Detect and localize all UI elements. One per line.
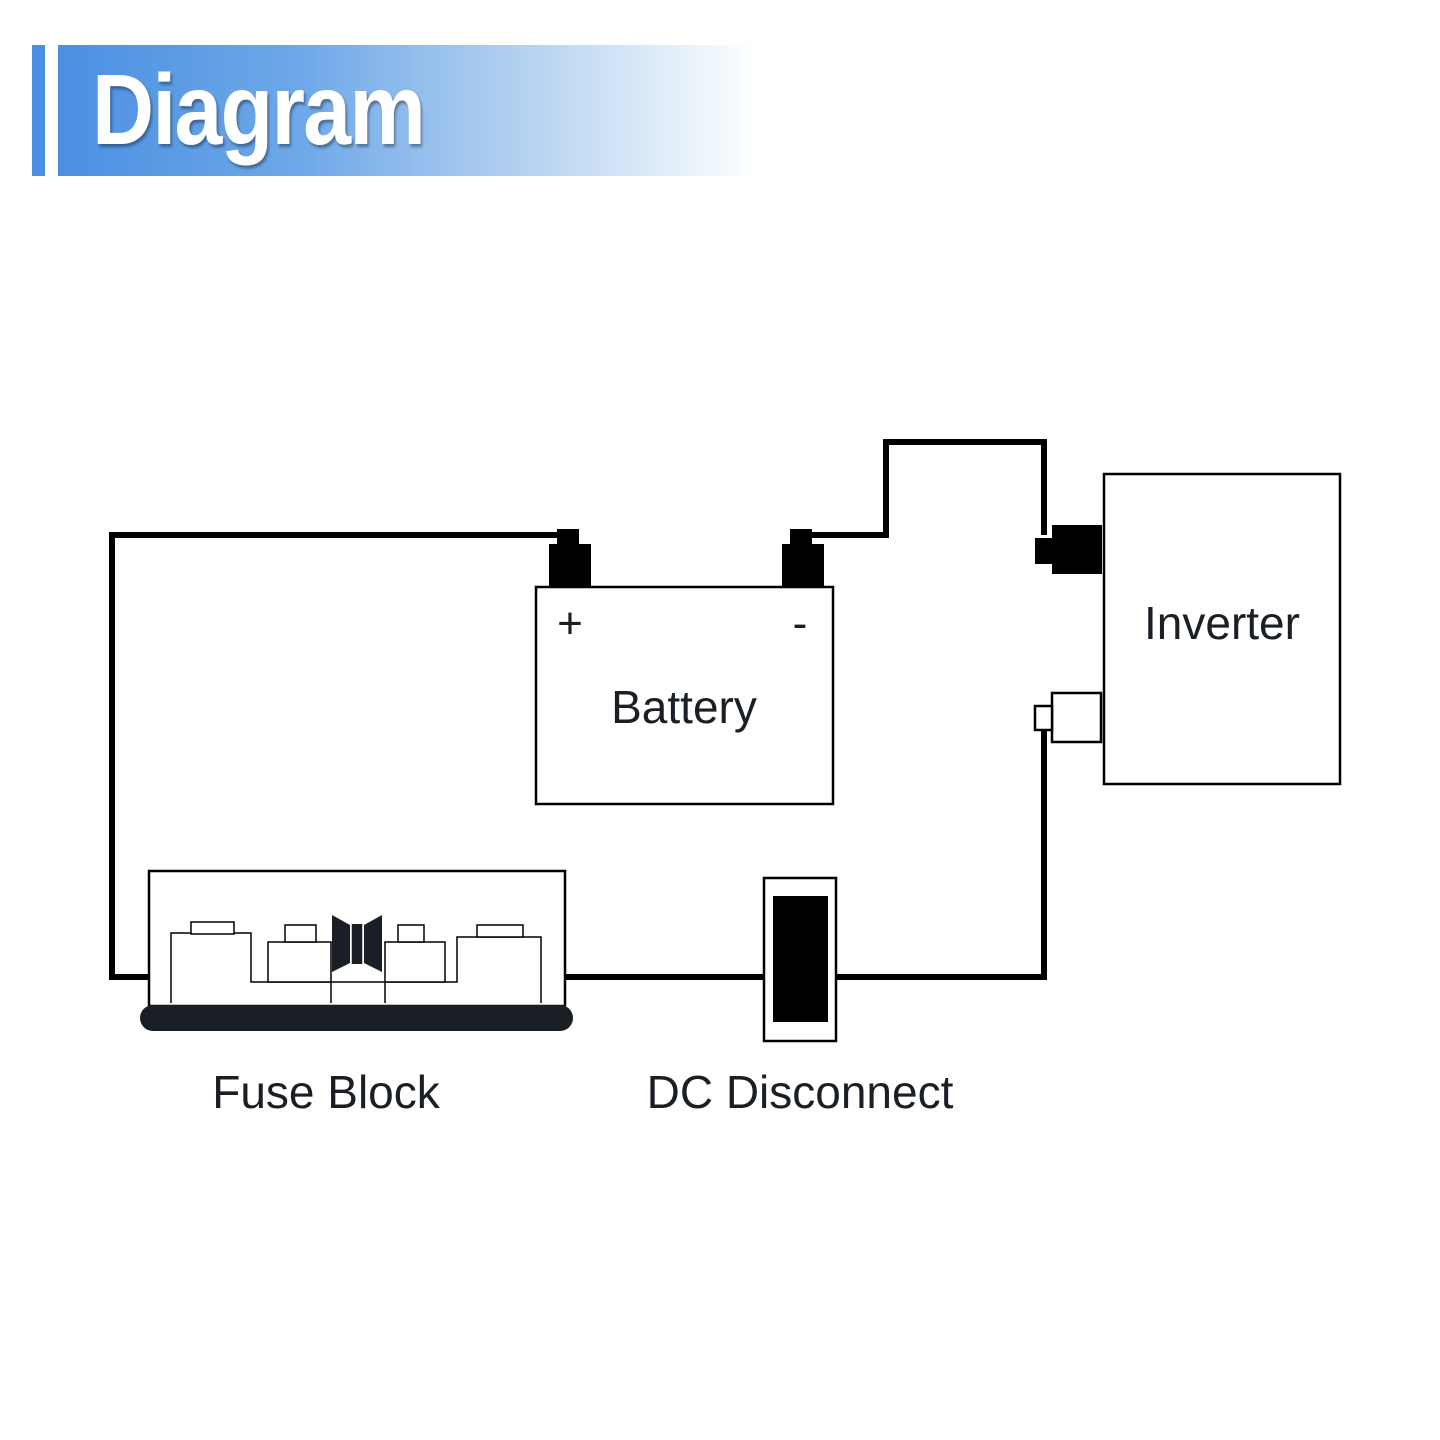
fuse-block-left-terminal-cap <box>284 924 317 943</box>
battery-body <box>534 585 835 806</box>
fuse-icon <box>332 915 382 972</box>
inverter-negative-connector <box>1035 525 1102 574</box>
fuse-block-base-bar <box>140 1005 573 1031</box>
wire-dc-disconnect-to-inverter <box>836 731 1047 980</box>
dc-disconnect-switch <box>773 896 828 1022</box>
inverter-positive-connector <box>1033 691 1103 744</box>
battery-positive-symbol: + <box>557 599 583 648</box>
page-title: Diagram <box>92 54 426 166</box>
battery: + - Battery <box>534 529 835 806</box>
header-banner <box>58 45 758 176</box>
inverter-label: Inverter <box>1144 597 1300 649</box>
fuse-block-label: Fuse Block <box>212 1066 441 1118</box>
battery-label: Battery <box>611 681 757 733</box>
dc-disconnect: DC Disconnect <box>647 876 954 1118</box>
fuse-block: Fuse Block <box>140 869 573 1118</box>
battery-negative-symbol: - <box>793 599 808 648</box>
fuse-block-right-terminal-cap <box>397 924 425 943</box>
inverter: Inverter <box>1033 472 1342 786</box>
header-accent-bar <box>32 45 45 176</box>
fuse-block-left-terminal <box>267 941 332 983</box>
wire-battery-negative-to-inverter <box>800 439 1047 538</box>
fuse-block-right-terminal <box>384 941 446 983</box>
wire-battery-positive-to-fuse-block <box>109 532 566 980</box>
fuse-block-right-stud <box>476 924 524 938</box>
fuse-block-left-stud <box>190 921 235 935</box>
dc-disconnect-label: DC Disconnect <box>647 1066 954 1118</box>
battery-positive-terminal <box>549 529 591 586</box>
battery-negative-terminal <box>782 529 824 586</box>
inverter-body <box>1102 472 1342 786</box>
